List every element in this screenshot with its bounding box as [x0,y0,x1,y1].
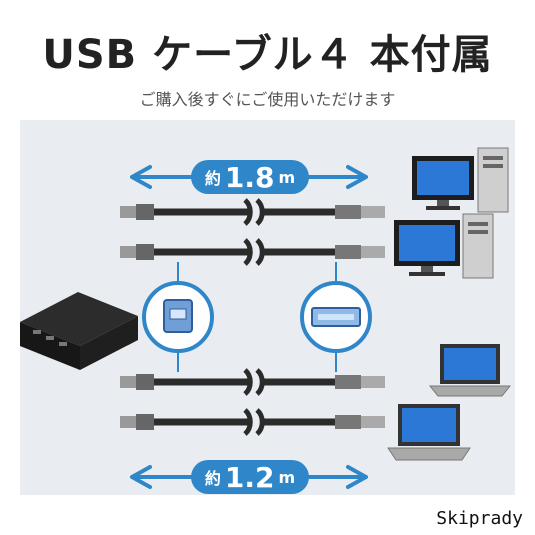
cable-4 [120,408,385,436]
length-top-prefix: 約 [204,169,221,188]
laptop-2 [387,404,471,461]
page-title: USB ケーブル４ 本付属 [42,32,493,78]
usb-a-connector-callout [300,262,372,372]
length-bottom-prefix: 約 [204,469,221,488]
desktop-computer-2 [394,213,494,279]
cable-1 [120,198,385,226]
cable-3 [120,368,385,396]
page-subtitle: ご購入後すぐにご使用いただけます [139,90,396,109]
length-label-top: 約 1.8 m [190,160,310,194]
length-label-bottom: 約 1.2 m [190,460,310,494]
length-top-value: 1.8 [224,160,275,194]
usb-switch-hub [20,292,138,370]
cable-2 [120,238,385,266]
cables [120,198,385,436]
length-bottom-value: 1.2 [224,460,275,494]
laptop-1 [428,344,512,397]
length-top-unit: m [278,167,296,187]
desktop-computer-1 [412,147,509,213]
usb-b-connector-callout [142,262,214,372]
watermark-text: Skiprady [432,508,527,529]
length-bottom-unit: m [278,467,296,487]
